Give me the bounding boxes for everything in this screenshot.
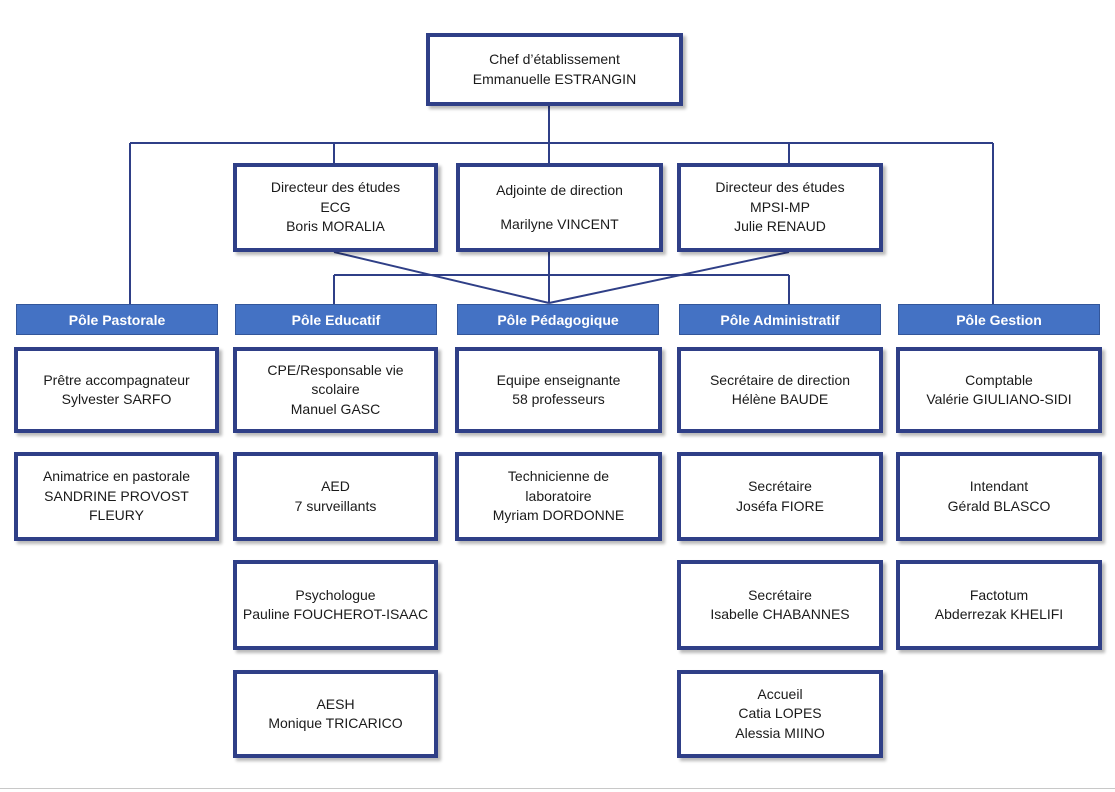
chef-box: Chef d’établissement Emmanuelle ESTRANGI… [426,33,683,106]
member-role: Comptable [965,371,1033,388]
director-name: Boris MORALIA [286,218,385,235]
director-box-adjointe: Adjointe de direction Marilyne VINCENT [456,163,663,252]
member-name: Sylvester SARFO [61,391,172,407]
director-box-ecg: Directeur des études ECG Boris MORALIA [233,163,438,252]
member-name: 7 surveillants [294,497,377,514]
connector-ecg-pedago [333,251,550,304]
member-name: Monique TRICARICO [268,715,403,731]
member-box-animatrice: Animatrice en pastorale SANDRINE PROVOST… [14,452,219,541]
director-title: Directeur des études [715,179,845,196]
member-role: Secrétaire [748,586,812,603]
member-name: 58 professeurs [512,391,605,407]
pole-header-pedagogique: Pôle Pédagogique [457,304,659,335]
director-box-mpsi: Directeur des études MPSI-MP Julie RENAU… [677,163,883,252]
connector-mpsi-pedago [548,251,790,304]
director-program: ECG [320,198,351,215]
member-box-comptable: Comptable Valérie GIULIANO-SIDI [896,347,1102,433]
member-box-secretaire-fiore: Secrétaire Joséfa FIORE [677,452,883,541]
member-box-enseignants: Equipe enseignante 58 professeurs [455,347,662,433]
member-box-secretaire-chabannes: Secrétaire Isabelle CHABANNES [677,560,883,650]
member-name: Valérie GIULIANO-SIDI [926,391,1072,407]
member-role: Equipe enseignante [496,371,621,388]
member-box-factotum: Factotum Abderrezak KHELIFI [896,560,1102,650]
member-name: Pauline FOUCHEROT-ISAAC [242,606,429,622]
member-role: Accueil [757,685,803,702]
member-role: Secrétaire de direction [709,371,851,388]
chef-role: Chef d’établissement [489,51,620,67]
member-box-psychologue: Psychologue Pauline FOUCHEROT-ISAAC [233,560,438,650]
member-role: Technicienne de [507,468,610,485]
member-box-technicienne: Technicienne de laboratoire Myriam DORDO… [455,452,662,541]
member-role: laboratoire [525,487,592,504]
member-box-secretaire-direction: Secrétaire de direction Hélène BAUDE [677,347,883,433]
pole-header-gestion: Pôle Gestion [898,304,1100,335]
pole-header-pastorale: Pôle Pastorale [16,304,218,335]
member-name: Isabelle CHABANNES [710,606,850,622]
member-name: Abderrezak KHELIFI [934,606,1064,622]
member-box-pretre: Prêtre accompagnateur Sylvester SARFO [14,347,219,433]
director-name: Marilyne VINCENT [500,215,619,232]
member-role: AESH [316,695,355,712]
member-name: Alessia MIINO [735,724,825,741]
director-title: Adjointe de direction [496,182,623,198]
member-name: Gérald BLASCO [947,497,1051,514]
member-role: Animatrice en pastorale [42,468,191,485]
member-role: Secrétaire [748,478,812,494]
member-role: Prêtre accompagnateur [43,371,190,388]
member-name: Hélène BAUDE [731,391,829,407]
member-name: Manuel GASC [290,400,381,417]
member-name: Myriam DORDONNE [492,507,625,524]
member-role: Factotum [969,586,1029,603]
pole-header-administratif: Pôle Administratif [679,304,881,335]
member-name: SANDRINE PROVOST [44,487,189,504]
member-role: Intendant [969,478,1029,494]
member-role: scolaire [311,381,360,398]
member-box-accueil: Accueil Catia LOPES Alessia MIINO [677,670,883,758]
member-box-intendant: Intendant Gérald BLASCO [896,452,1102,541]
member-role: AED [321,478,350,494]
member-box-cpe: CPE/Responsable vie scolaire Manuel GASC [233,347,438,433]
member-name: Catia LOPES [738,705,822,722]
member-name: Joséfa FIORE [736,497,824,514]
director-name: Julie RENAUD [734,218,826,235]
chef-name: Emmanuelle ESTRANGIN [472,70,637,87]
member-name: FLEURY [89,507,144,524]
bottom-divider [0,788,1115,789]
member-box-aed: AED 7 surveillants [233,452,438,541]
member-role: Psychologue [295,586,376,603]
pole-header-educatif: Pôle Educatif [235,304,437,335]
member-role: CPE/Responsable vie [267,361,404,378]
director-program: MPSI-MP [750,198,810,215]
member-box-aesh: AESH Monique TRICARICO [233,670,438,758]
director-title: Directeur des études [270,179,401,196]
